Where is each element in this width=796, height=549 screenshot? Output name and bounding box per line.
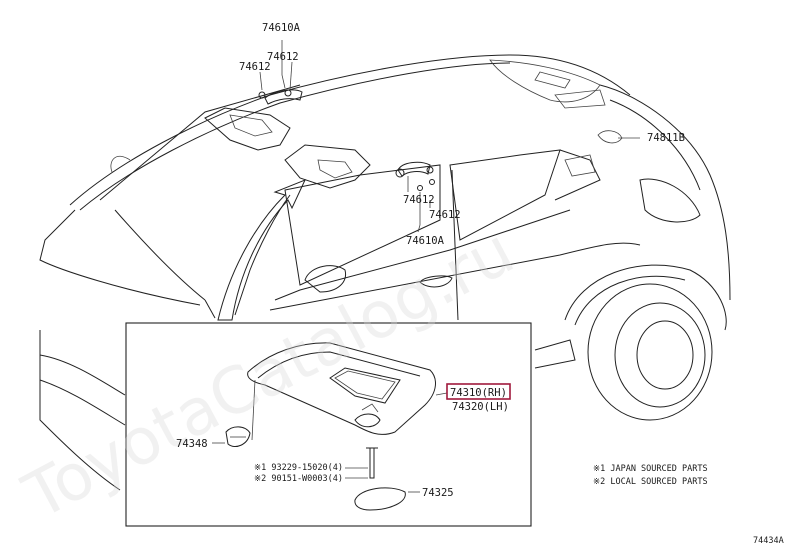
detail-inset xyxy=(125,322,532,527)
car-body-outline xyxy=(39,54,731,491)
clip-markers xyxy=(258,89,435,191)
label-74610a-mid[interactable]: 74610A xyxy=(406,235,445,247)
note-local-sourced: ※2 LOCAL SOURCED PARTS xyxy=(593,477,708,487)
label-screw-1[interactable]: ※1 93229-15020(4) xyxy=(254,463,343,473)
label-74320-lh[interactable]: 74320(LH) xyxy=(452,401,509,413)
label-74325[interactable]: 74325 xyxy=(422,487,454,499)
label-74612-mid-a[interactable]: 74612 xyxy=(403,194,435,206)
figure-code: 74434A xyxy=(753,536,784,546)
roof-visor-outlines xyxy=(204,89,434,189)
label-74348[interactable]: 74348 xyxy=(176,438,208,450)
label-74811b[interactable]: 74811B xyxy=(647,132,685,144)
callout-arrows xyxy=(217,179,306,321)
label-74610a-top[interactable]: 74610A xyxy=(262,22,301,34)
label-74612-left[interactable]: 74612 xyxy=(239,61,271,73)
label-74310-rh[interactable]: 74310(RH) xyxy=(450,387,507,399)
upper-leader-lines xyxy=(259,40,640,233)
label-74612-top[interactable]: 74612 xyxy=(267,51,299,63)
label-74612-mid-b[interactable]: 74612 xyxy=(429,209,461,221)
label-screw-2[interactable]: ※2 90151-W0003(4) xyxy=(254,474,343,484)
highlight-box xyxy=(446,383,511,400)
note-japan-sourced: ※1 JAPAN SOURCED PARTS xyxy=(593,464,708,474)
